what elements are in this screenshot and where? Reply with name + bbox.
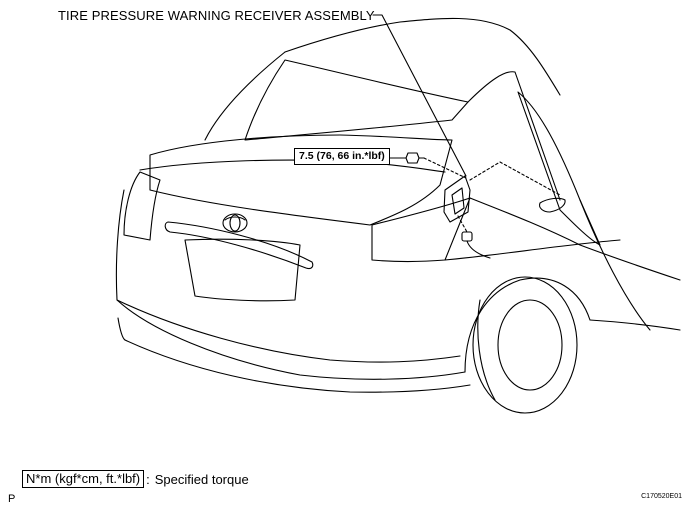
trunk-lid [149, 134, 453, 226]
receiver-assembly-label: TIRE PRESSURE WARNING RECEIVER ASSEMBLY [58, 8, 375, 23]
wheel-arch [464, 277, 591, 373]
legend-key-box: N*m (kgf*cm, ft.*lbf) [22, 470, 145, 488]
roof-front-edge [204, 51, 286, 141]
quarter-panel [469, 197, 681, 281]
emblem-inner [229, 214, 241, 232]
c-pillar [467, 71, 561, 201]
door-handle [539, 197, 566, 213]
bumper-line [116, 299, 461, 363]
legend-separator: : [146, 471, 150, 487]
legend-description: Specified torque [154, 471, 249, 487]
receiver-bracket [443, 175, 471, 223]
rear-window [244, 59, 469, 141]
tire-tread [477, 299, 496, 401]
door-line [579, 199, 651, 331]
rear-body [115, 189, 466, 380]
receiver-harness [466, 240, 491, 259]
torque-spec-box: 7.5 (76, 66 in.*lbf) [294, 148, 390, 165]
title-leader-line [372, 14, 467, 177]
bumper-lower [124, 339, 471, 393]
trunk-spoiler-line [139, 159, 446, 173]
left-taillight [123, 171, 161, 241]
install-guide-body [469, 161, 561, 196]
trunk-garnish [164, 221, 314, 270]
receiver-connector [461, 231, 473, 242]
receiver-body [451, 187, 465, 215]
license-plate-recess [184, 238, 301, 302]
body-side-line [444, 239, 621, 261]
roof-outline [284, 17, 561, 96]
install-guide-bolt [423, 157, 467, 179]
install-guide-connector [457, 215, 468, 233]
figure-id: C170520E01 [641, 493, 682, 500]
torque-legend: N*m (kgf*cm, ft.*lbf) : Specified torque [22, 470, 249, 488]
body-lower-edge [117, 317, 126, 341]
rear-wheel [497, 299, 563, 391]
rocker [589, 319, 681, 331]
right-taillight [371, 197, 471, 263]
rear-tire [472, 276, 578, 414]
page-mark: P [8, 493, 16, 505]
bolt-icon [405, 152, 420, 164]
emblem-bar [224, 216, 246, 221]
emblem [222, 213, 248, 233]
